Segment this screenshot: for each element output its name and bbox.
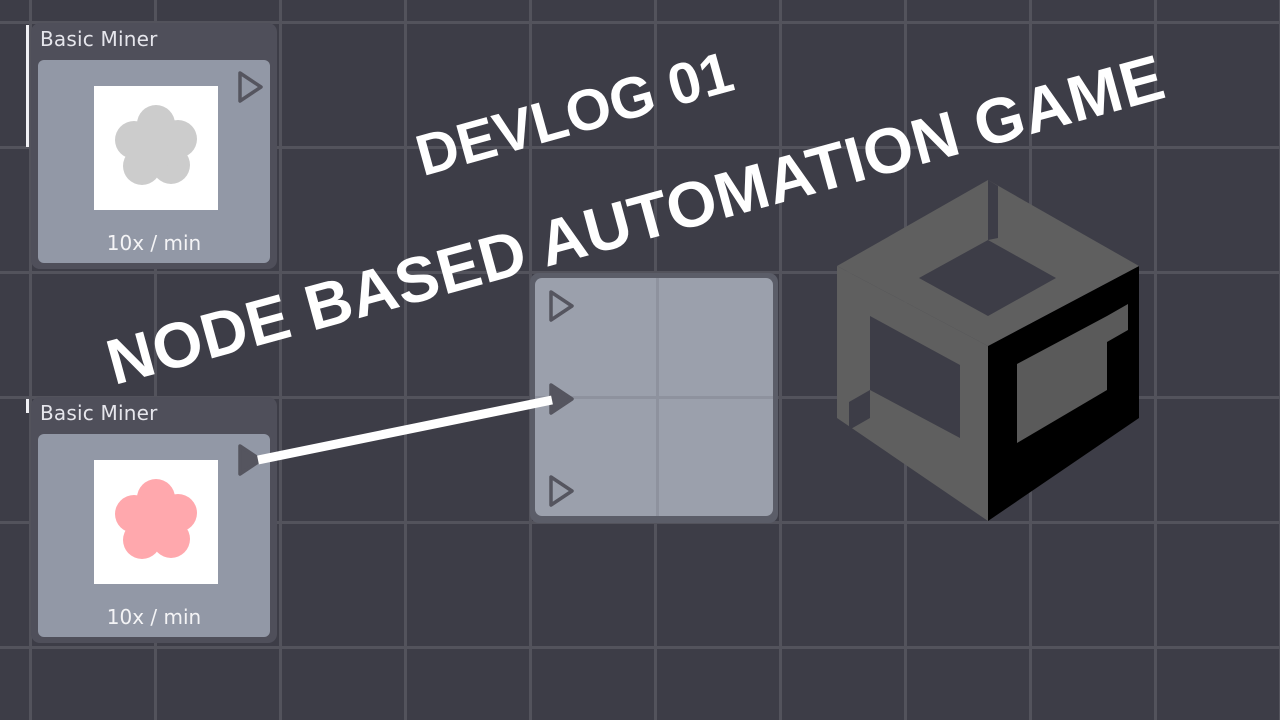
output-port-icon[interactable]	[237, 70, 265, 104]
selection-corner-marker	[26, 25, 29, 147]
input-port-icon[interactable]	[548, 382, 576, 416]
input-port-icon[interactable]	[548, 474, 576, 508]
target-node[interactable]	[530, 273, 778, 523]
node-title: Basic Miner	[40, 27, 158, 51]
devlog-title: DEVLOG 01	[408, 39, 741, 189]
production-rate: 10x / min	[106, 605, 202, 629]
node-body: 10x / min	[38, 60, 270, 263]
flower-icon	[115, 479, 197, 559]
output-port-icon[interactable]	[237, 443, 265, 477]
production-rate: 10x / min	[106, 231, 202, 255]
unity-logo-icon	[837, 180, 1139, 521]
grid-line	[535, 396, 773, 399]
miner-node-2[interactable]: Basic Miner 10x / min	[26, 397, 277, 643]
input-port-icon[interactable]	[548, 289, 576, 323]
selection-corner-marker	[26, 399, 29, 413]
target-node-body	[535, 278, 773, 516]
miner-node-1[interactable]: Basic Miner 10x / min	[26, 23, 277, 269]
resource-picture	[94, 86, 218, 210]
resource-picture	[94, 460, 218, 584]
node-body: 10x / min	[38, 434, 270, 637]
flower-icon	[115, 105, 197, 185]
node-title: Basic Miner	[40, 401, 158, 425]
